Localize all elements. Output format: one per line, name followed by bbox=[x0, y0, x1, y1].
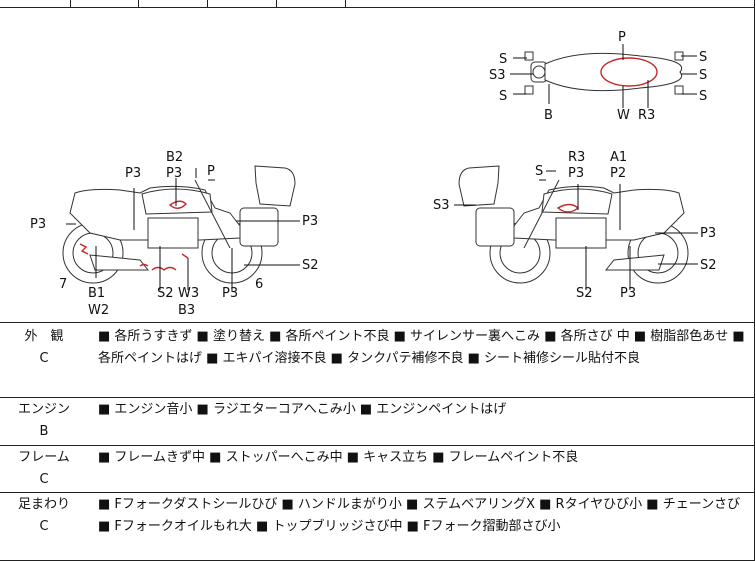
left-label-p3-seat: P3 bbox=[125, 166, 141, 181]
top-label-r3: R3 bbox=[638, 108, 655, 123]
right-label-s2-rear: S2 bbox=[700, 258, 717, 273]
motorcycle-diagram-svg: P S S3 S S S S B W R3 B2 P3 P P3 P3 bbox=[30, 30, 717, 318]
left-label-s2: S2 bbox=[157, 286, 174, 301]
damage-diagram: P S S3 S S S S B W R3 B2 P3 P P3 P3 bbox=[0, 8, 754, 323]
top-label-p: P bbox=[618, 30, 626, 45]
right-label-r3: R3 bbox=[568, 150, 585, 165]
left-label-p3-rear: P3 bbox=[30, 217, 46, 232]
top-label-s-4: S bbox=[699, 68, 707, 83]
left-label-b3: B3 bbox=[178, 303, 195, 318]
section-notes: ■ エンジン音小 ■ ラジエターコアへこみ小 ■ エンジンペイントはげ bbox=[98, 402, 507, 417]
right-label-p3-rear: P3 bbox=[700, 226, 716, 241]
top-label-s-2: S bbox=[499, 89, 507, 104]
table-divider bbox=[276, 0, 277, 7]
left-label-w2: W2 bbox=[88, 303, 109, 318]
section-header: 外 観 C bbox=[8, 326, 80, 370]
section-grade: C bbox=[39, 351, 49, 366]
section-notes: ■ フレームきず中 ■ ストッパーへこみ中 ■ キャス立ち ■ フレームペイント… bbox=[98, 450, 579, 465]
left-label-p3-tank: P3 bbox=[166, 166, 182, 181]
section-name: フレーム bbox=[18, 450, 70, 465]
section-name: エンジン bbox=[17, 402, 70, 417]
section-frame: フレーム C ■ フレームきず中 ■ ストッパーへこみ中 ■ キャス立ち ■ フ… bbox=[0, 446, 754, 493]
right-label-s3: S3 bbox=[433, 198, 450, 213]
left-view-bike bbox=[62, 165, 300, 292]
table-divider bbox=[345, 0, 346, 7]
top-label-s-5: S bbox=[699, 89, 707, 104]
top-view-bike bbox=[510, 44, 697, 108]
section-grade: C bbox=[39, 472, 49, 487]
right-label-a1: A1 bbox=[610, 150, 627, 165]
table-divider bbox=[138, 0, 139, 7]
right-label-p3-tank: P3 bbox=[568, 166, 584, 181]
section-suspension: 足まわり C ■ Fフォークダストシールひび ■ ハンドルまがり小 ■ ステムベ… bbox=[0, 493, 754, 560]
table-divider bbox=[70, 0, 71, 7]
top-table-strip bbox=[0, 0, 754, 8]
left-label-s2-front: S2 bbox=[302, 258, 319, 273]
left-label-p3-bottom: P3 bbox=[222, 286, 238, 301]
top-label-s-3: S bbox=[699, 50, 707, 65]
section-header: エンジン B bbox=[8, 399, 80, 443]
section-grade: C bbox=[39, 519, 49, 534]
right-label-s: S bbox=[535, 164, 543, 179]
left-label-6: 6 bbox=[255, 277, 263, 292]
top-label-w: W bbox=[617, 108, 630, 123]
right-label-p2: P2 bbox=[610, 166, 626, 181]
section-header: フレーム C bbox=[8, 447, 80, 491]
section-name: 足まわり bbox=[17, 497, 70, 512]
section-notes: ■ Fフォークダストシールひび ■ ハンドルまがり小 ■ ステムベアリングX ■… bbox=[98, 497, 741, 534]
section-header: 足まわり C bbox=[8, 494, 80, 538]
left-label-w3: W3 bbox=[178, 286, 199, 301]
section-engine: エンジン B ■ エンジン音小 ■ ラジエターコアへこみ小 ■ エンジンペイント… bbox=[0, 398, 754, 446]
left-label-b1: B1 bbox=[88, 286, 105, 301]
left-label-p3-front: P3 bbox=[302, 214, 318, 229]
left-label-p: P bbox=[207, 164, 215, 179]
top-label-s-1: S bbox=[499, 52, 507, 67]
table-divider bbox=[207, 0, 208, 7]
right-label-p3-bottom: P3 bbox=[620, 286, 636, 301]
section-notes: ■ 各所うすきず ■ 塗り替え ■ 各所ペイント不良 ■ サイレンサー裏へこみ … bbox=[98, 329, 745, 366]
section-grade: B bbox=[39, 424, 49, 439]
left-label-7: 7 bbox=[59, 277, 67, 292]
right-view-bike bbox=[454, 165, 698, 290]
right-label-s2: S2 bbox=[576, 286, 593, 301]
left-label-b2: B2 bbox=[166, 150, 183, 165]
section-name: 外 観 bbox=[24, 329, 64, 344]
top-label-s3: S3 bbox=[489, 68, 506, 83]
top-label-b: B bbox=[544, 108, 553, 123]
section-exterior: 外 観 C ■ 各所うすきず ■ 塗り替え ■ 各所ペイント不良 ■ サイレンサ… bbox=[0, 323, 754, 398]
